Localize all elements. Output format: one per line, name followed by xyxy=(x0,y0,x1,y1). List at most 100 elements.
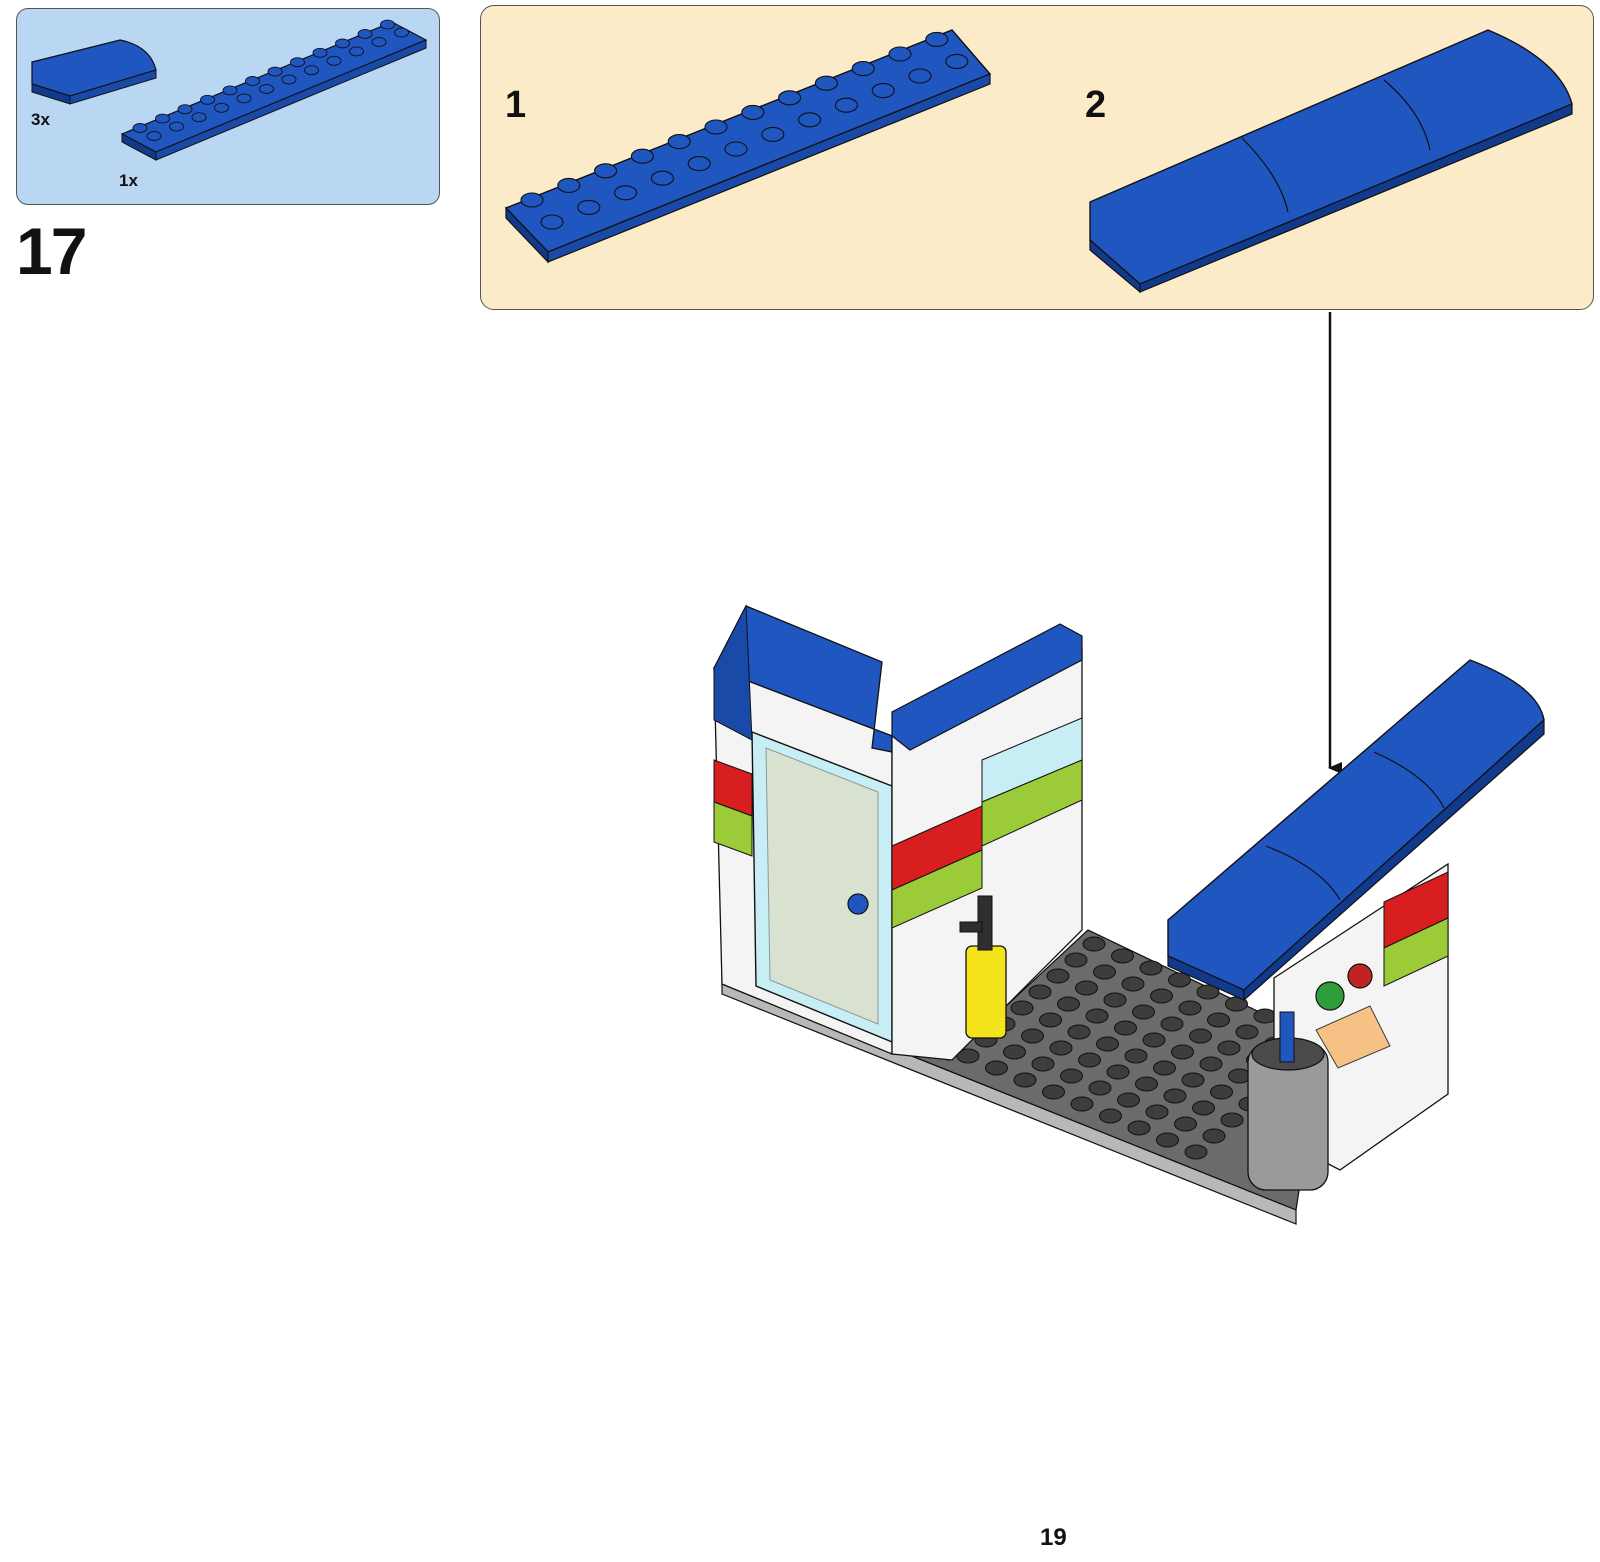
stud xyxy=(630,148,654,164)
stud xyxy=(1060,1068,1083,1084)
stud xyxy=(724,141,748,157)
stud xyxy=(1127,1120,1151,1136)
stud xyxy=(1114,1020,1137,1036)
stud xyxy=(214,102,229,113)
stud xyxy=(281,74,297,85)
stud xyxy=(177,104,193,115)
stud xyxy=(1139,960,1163,976)
stud xyxy=(851,61,875,77)
stud xyxy=(1099,1108,1122,1124)
stud xyxy=(1174,1116,1197,1132)
stud xyxy=(335,38,350,49)
stud xyxy=(1202,1128,1226,1144)
plate-quantity: 1x xyxy=(119,171,138,190)
stud xyxy=(1078,1052,1101,1068)
stud xyxy=(945,53,969,69)
stud xyxy=(1067,1024,1091,1040)
stud xyxy=(908,68,932,84)
stud xyxy=(1103,992,1127,1008)
plate-brick-icon xyxy=(120,19,428,161)
stud xyxy=(1093,964,1116,980)
stud xyxy=(326,55,342,66)
stud xyxy=(778,90,802,106)
stud xyxy=(925,31,949,47)
stud xyxy=(304,65,319,76)
stud xyxy=(169,121,184,132)
page-number: 19 xyxy=(1040,1524,1067,1551)
stud xyxy=(222,85,238,96)
step-number: 17 xyxy=(16,214,87,288)
stud xyxy=(236,93,252,104)
stud xyxy=(1021,1028,1044,1044)
stud xyxy=(667,134,691,150)
stud xyxy=(1042,1084,1065,1100)
stud xyxy=(1070,1096,1094,1112)
stud xyxy=(834,97,858,113)
stud xyxy=(357,29,373,39)
stud xyxy=(1184,1144,1208,1160)
stud xyxy=(1207,1012,1230,1028)
stud xyxy=(614,185,638,201)
stud xyxy=(814,75,838,91)
stud xyxy=(259,84,274,94)
stud xyxy=(1192,1100,1215,1116)
stud xyxy=(1064,952,1088,968)
stud xyxy=(1028,984,1052,1000)
stud xyxy=(1075,980,1098,996)
stud xyxy=(557,177,581,193)
stud xyxy=(1049,1040,1073,1056)
stud xyxy=(1156,1132,1179,1148)
stud xyxy=(1106,1064,1130,1080)
stud xyxy=(520,192,544,208)
stud xyxy=(1210,1084,1233,1100)
stud xyxy=(1145,1104,1169,1120)
stud xyxy=(1253,1008,1277,1024)
stud xyxy=(1235,1024,1259,1040)
stud xyxy=(1046,968,1070,984)
stud xyxy=(704,119,728,135)
stud xyxy=(1031,1056,1055,1072)
stud xyxy=(371,37,387,47)
stud xyxy=(761,126,785,142)
stud xyxy=(687,156,711,172)
stud xyxy=(1163,1088,1187,1104)
stud xyxy=(985,1060,1008,1076)
stud xyxy=(245,76,260,86)
stud xyxy=(1057,996,1080,1012)
stud xyxy=(1199,1056,1223,1072)
stud xyxy=(191,112,207,123)
stud xyxy=(1153,1060,1176,1076)
stud xyxy=(1217,1040,1241,1056)
stud xyxy=(380,19,395,30)
stud xyxy=(1124,1048,1148,1064)
stud xyxy=(1168,972,1191,988)
stud xyxy=(290,57,305,68)
stud xyxy=(1010,1000,1034,1016)
stud xyxy=(1111,948,1134,964)
stud xyxy=(798,112,822,128)
stud xyxy=(146,131,162,141)
stud xyxy=(1003,1044,1026,1060)
substep-number-2: 2 xyxy=(1085,84,1107,126)
stud xyxy=(741,104,765,120)
main-model-illustration xyxy=(713,604,1545,1225)
stud xyxy=(871,83,895,99)
stud xyxy=(1082,936,1106,952)
stud xyxy=(312,47,328,58)
stud xyxy=(394,27,409,38)
stud xyxy=(1228,1068,1251,1084)
stud xyxy=(200,94,215,105)
stud xyxy=(132,123,148,133)
stud xyxy=(1039,1012,1062,1028)
stud xyxy=(1160,1016,1184,1032)
substep-1-plate-icon xyxy=(504,29,992,264)
stud xyxy=(650,170,674,186)
stud xyxy=(1142,1032,1166,1048)
stud xyxy=(1178,1000,1202,1016)
stud xyxy=(956,1048,980,1064)
stud xyxy=(577,199,601,215)
substep-number-1: 1 xyxy=(505,84,527,126)
stud xyxy=(1150,988,1173,1004)
stud xyxy=(1189,1028,1212,1044)
